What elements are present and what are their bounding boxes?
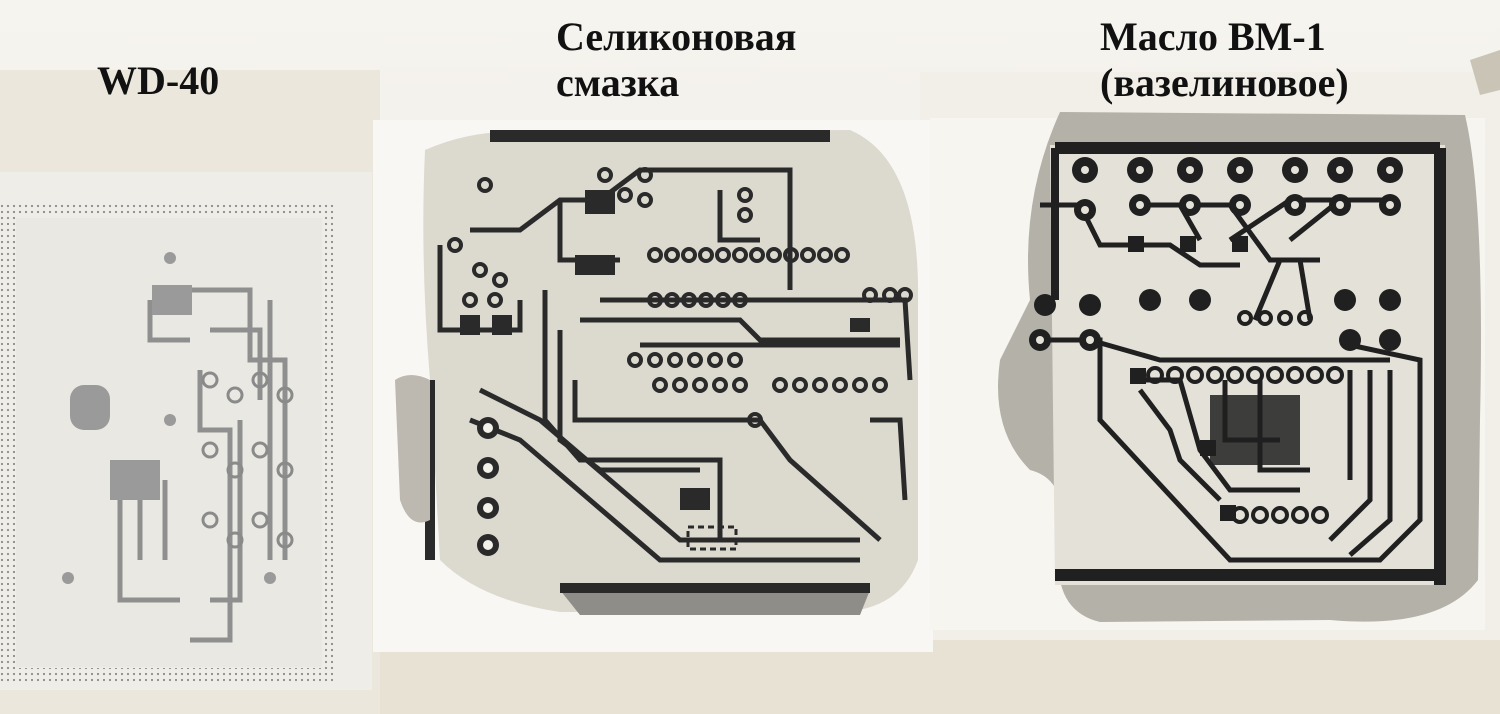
label-oil-line1: Масло ВМ-1 — [1100, 14, 1326, 59]
label-oil-line2: (вазелиновое) — [1100, 60, 1349, 105]
label-silicone-grease: Селиконовая смазка — [556, 14, 796, 106]
wd40-pcb-paper — [0, 172, 372, 690]
label-wd40-text: WD-40 — [97, 58, 220, 103]
label-vaseline-oil: Масло ВМ-1 (вазелиновое) — [1100, 14, 1349, 106]
label-wd40: WD-40 — [97, 58, 219, 104]
label-silicone-line1: Селиконовая — [556, 14, 797, 59]
bottom-tape — [380, 640, 1500, 714]
label-silicone-line2: смазка — [556, 60, 680, 105]
oil-pcb-paper — [930, 112, 1485, 630]
silicone-pcb-paper — [373, 120, 933, 652]
